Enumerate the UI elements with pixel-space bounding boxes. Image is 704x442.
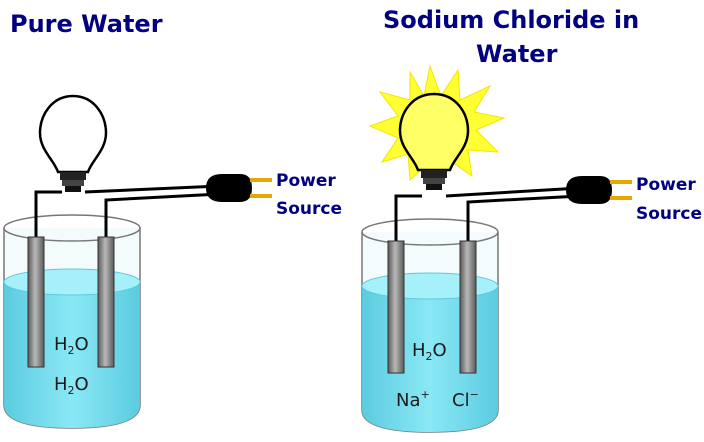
salt-water-title-line-2: Water	[476, 40, 558, 68]
left-electrode-2	[97, 236, 115, 368]
right-plug-icon	[566, 176, 632, 204]
right-power-label: Power	[636, 175, 696, 195]
left-electrode-1	[27, 236, 45, 368]
salt-water-title-line-1: Sodium Chloride in	[383, 6, 639, 34]
unlit-bulb-icon	[38, 94, 108, 192]
right-beaker-rim	[361, 218, 499, 246]
right-molecule: H2O	[412, 340, 447, 363]
lit-bulb-icon	[398, 92, 470, 190]
right-electrode-2	[459, 240, 477, 374]
left-beaker-rim	[3, 214, 141, 242]
sodium-ion: Na+	[396, 388, 430, 411]
salt-water-setup: Sodium Chloride in Water	[361, 6, 702, 433]
left-wire-bottom	[104, 192, 221, 240]
left-wire-bulb	[34, 190, 62, 240]
pure-water-title: Pure Water	[10, 10, 163, 38]
left-plug-icon	[206, 174, 272, 202]
right-wire-top	[445, 186, 581, 198]
pure-water-setup: Pure Water Power Source	[3, 10, 342, 429]
left-wire-top	[84, 184, 221, 194]
left-source-label: Source	[276, 199, 342, 219]
left-power-label: Power	[276, 171, 336, 191]
left-molecule-2: H2O	[54, 374, 89, 397]
chloride-ion: Cl−	[452, 388, 479, 411]
left-molecule-1: H2O	[54, 334, 89, 357]
right-wire-bottom	[466, 194, 581, 244]
right-electrode-1	[387, 240, 405, 374]
right-source-label: Source	[636, 204, 702, 224]
right-wire-bulb	[394, 194, 422, 244]
